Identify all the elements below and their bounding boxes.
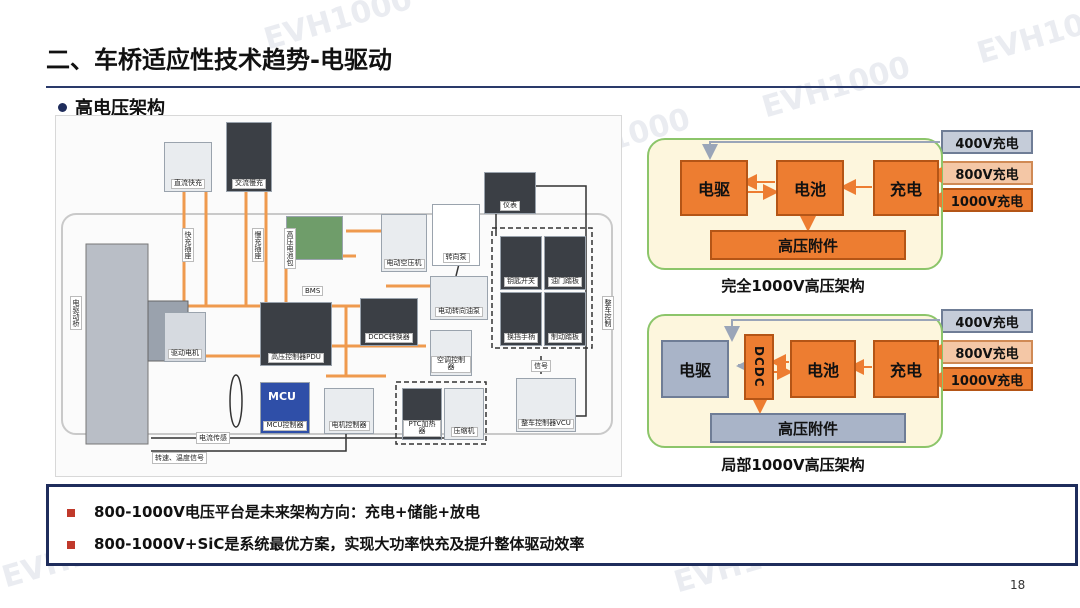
speed-signal-label: 转速、温度信号 <box>152 452 207 464</box>
mcu-badge: MCU <box>268 390 296 403</box>
tag-400v-top: 400V充电 <box>941 130 1033 154</box>
summary-bullet-2-icon <box>67 541 75 549</box>
accelerator-label: 油门踏板 <box>548 277 582 287</box>
motor-controller: 电机控制器 <box>324 388 374 434</box>
ac-controller-label: 空调控制器 <box>431 355 471 373</box>
ac-charge-label: 交流慢充 <box>232 179 266 189</box>
partial-drive-box: 电驱 <box>661 340 729 398</box>
tag-1000v-top: 1000V充电 <box>941 188 1033 212</box>
tag-800v-top: 800V充电 <box>941 161 1033 185</box>
air-compressor-label: 电动空压机 <box>383 259 425 269</box>
brake-label: 制动踏板 <box>548 333 582 343</box>
air-compressor: 电动空压机 <box>381 214 427 272</box>
bullet-icon <box>58 102 67 112</box>
accelerator-pedal: 油门踏板 <box>544 236 586 290</box>
vehicle-vcu: 整车控制器VCU <box>516 378 576 432</box>
watermark-4: EVH1000 <box>973 0 1080 72</box>
title-divider <box>46 86 1080 88</box>
page-number: 18 <box>1010 578 1026 592</box>
gear-shifter: 换挡手柄 <box>500 292 542 346</box>
slow-port-label: 慢充插座 <box>252 228 264 262</box>
vehicle-hv-system-diagram: 电驱动桥 直流快充 交流慢充 快充插座 慢充插座 高压电池包 BMS 电动空压机… <box>55 115 622 477</box>
fast-charge-station: 直流快充 <box>164 142 212 192</box>
vcu-side-label: 整车控制 <box>602 296 614 330</box>
tag-800v-bottom: 800V充电 <box>941 340 1033 364</box>
tag-1000v-bottom: 1000V充电 <box>941 367 1033 391</box>
drive-motor: 驱动电机 <box>164 312 206 362</box>
section-heading-text: 高电压架构 <box>75 98 165 119</box>
steering-oil-pump: 电动转向油泵 <box>430 276 488 320</box>
pdu-label: 高压控制器PDU <box>268 353 324 363</box>
compressor-label: 压缩机 <box>450 427 478 437</box>
full-charge-box: 充电 <box>873 160 939 216</box>
key-switch: 钥匙开关 <box>500 236 542 290</box>
instrument-cluster: 仪表 <box>484 172 536 214</box>
gear-label: 换挡手柄 <box>504 333 538 343</box>
page-title: 二、车桥适应性技术趋势-电驱动 <box>46 46 392 74</box>
ptc-label: PTC加热器 <box>403 419 441 437</box>
vcu-label: 整车控制器VCU <box>518 419 574 429</box>
steering-column: 转向泵 <box>432 204 480 266</box>
fast-charge-label: 直流快充 <box>171 179 205 189</box>
ptc-heater: PTC加热器 <box>402 388 442 440</box>
section-heading: 高电压架构 <box>58 94 165 120</box>
mcu-label: MCU控制器 <box>263 421 307 431</box>
partial-charge-box: 充电 <box>873 340 939 398</box>
instrument-label: 仪表 <box>500 201 520 211</box>
partial-battery-box: 电池 <box>790 340 856 398</box>
full-drive-box: 电驱 <box>680 160 748 216</box>
full-1000v-caption: 完全1000V高压架构 <box>721 277 865 295</box>
e-axle-label: 电驱动桥 <box>70 296 82 330</box>
full-battery-box: 电池 <box>776 160 844 216</box>
key-switch-label: 钥匙开关 <box>504 277 538 287</box>
brake-pedal: 制动踏板 <box>544 292 586 346</box>
summary-bullet-1-icon <box>67 509 75 517</box>
compressor: 压缩机 <box>444 388 484 440</box>
dcdc-label: DCDC转换器 <box>365 333 413 343</box>
hv-pdu: 高压控制器PDU <box>260 302 332 366</box>
mcu-controller: MCU控制器 <box>260 382 310 434</box>
partial-accessory-box: 高压附件 <box>710 413 906 443</box>
drive-motor-label: 驱动电机 <box>168 349 202 359</box>
partial-dcdc-box: DCDC <box>744 334 774 400</box>
summary-line-1: 800-1000V电压平台是未来架构方向：充电+储能+放电 <box>94 503 481 521</box>
ac-charge-station: 交流慢充 <box>226 122 272 192</box>
partial-1000v-caption: 局部1000V高压架构 <box>721 456 865 474</box>
steering-pump-label: 电动转向油泵 <box>435 307 483 317</box>
summary-line-2: 800-1000V+SiC是系统最优方案，实现大功率快充及提升整体驱动效率 <box>94 535 585 553</box>
dcdc-converter: DCDC转换器 <box>360 298 418 346</box>
current-sense-label: 电流传感 <box>196 432 230 444</box>
steering-label: 转向泵 <box>442 253 470 263</box>
bms-label: BMS <box>302 286 324 296</box>
fast-port-label: 快充插座 <box>182 228 194 262</box>
battery-pack-label: 高压电池包 <box>284 228 296 269</box>
ac-controller: 空调控制器 <box>430 330 472 376</box>
tag-400v-bottom: 400V充电 <box>941 309 1033 333</box>
summary-box: 800-1000V电压平台是未来架构方向：充电+储能+放电 800-1000V+… <box>46 484 1078 566</box>
full-accessory-box: 高压附件 <box>710 230 906 260</box>
motor-controller-label: 电机控制器 <box>328 421 370 431</box>
signal-label: 信号 <box>531 360 551 372</box>
